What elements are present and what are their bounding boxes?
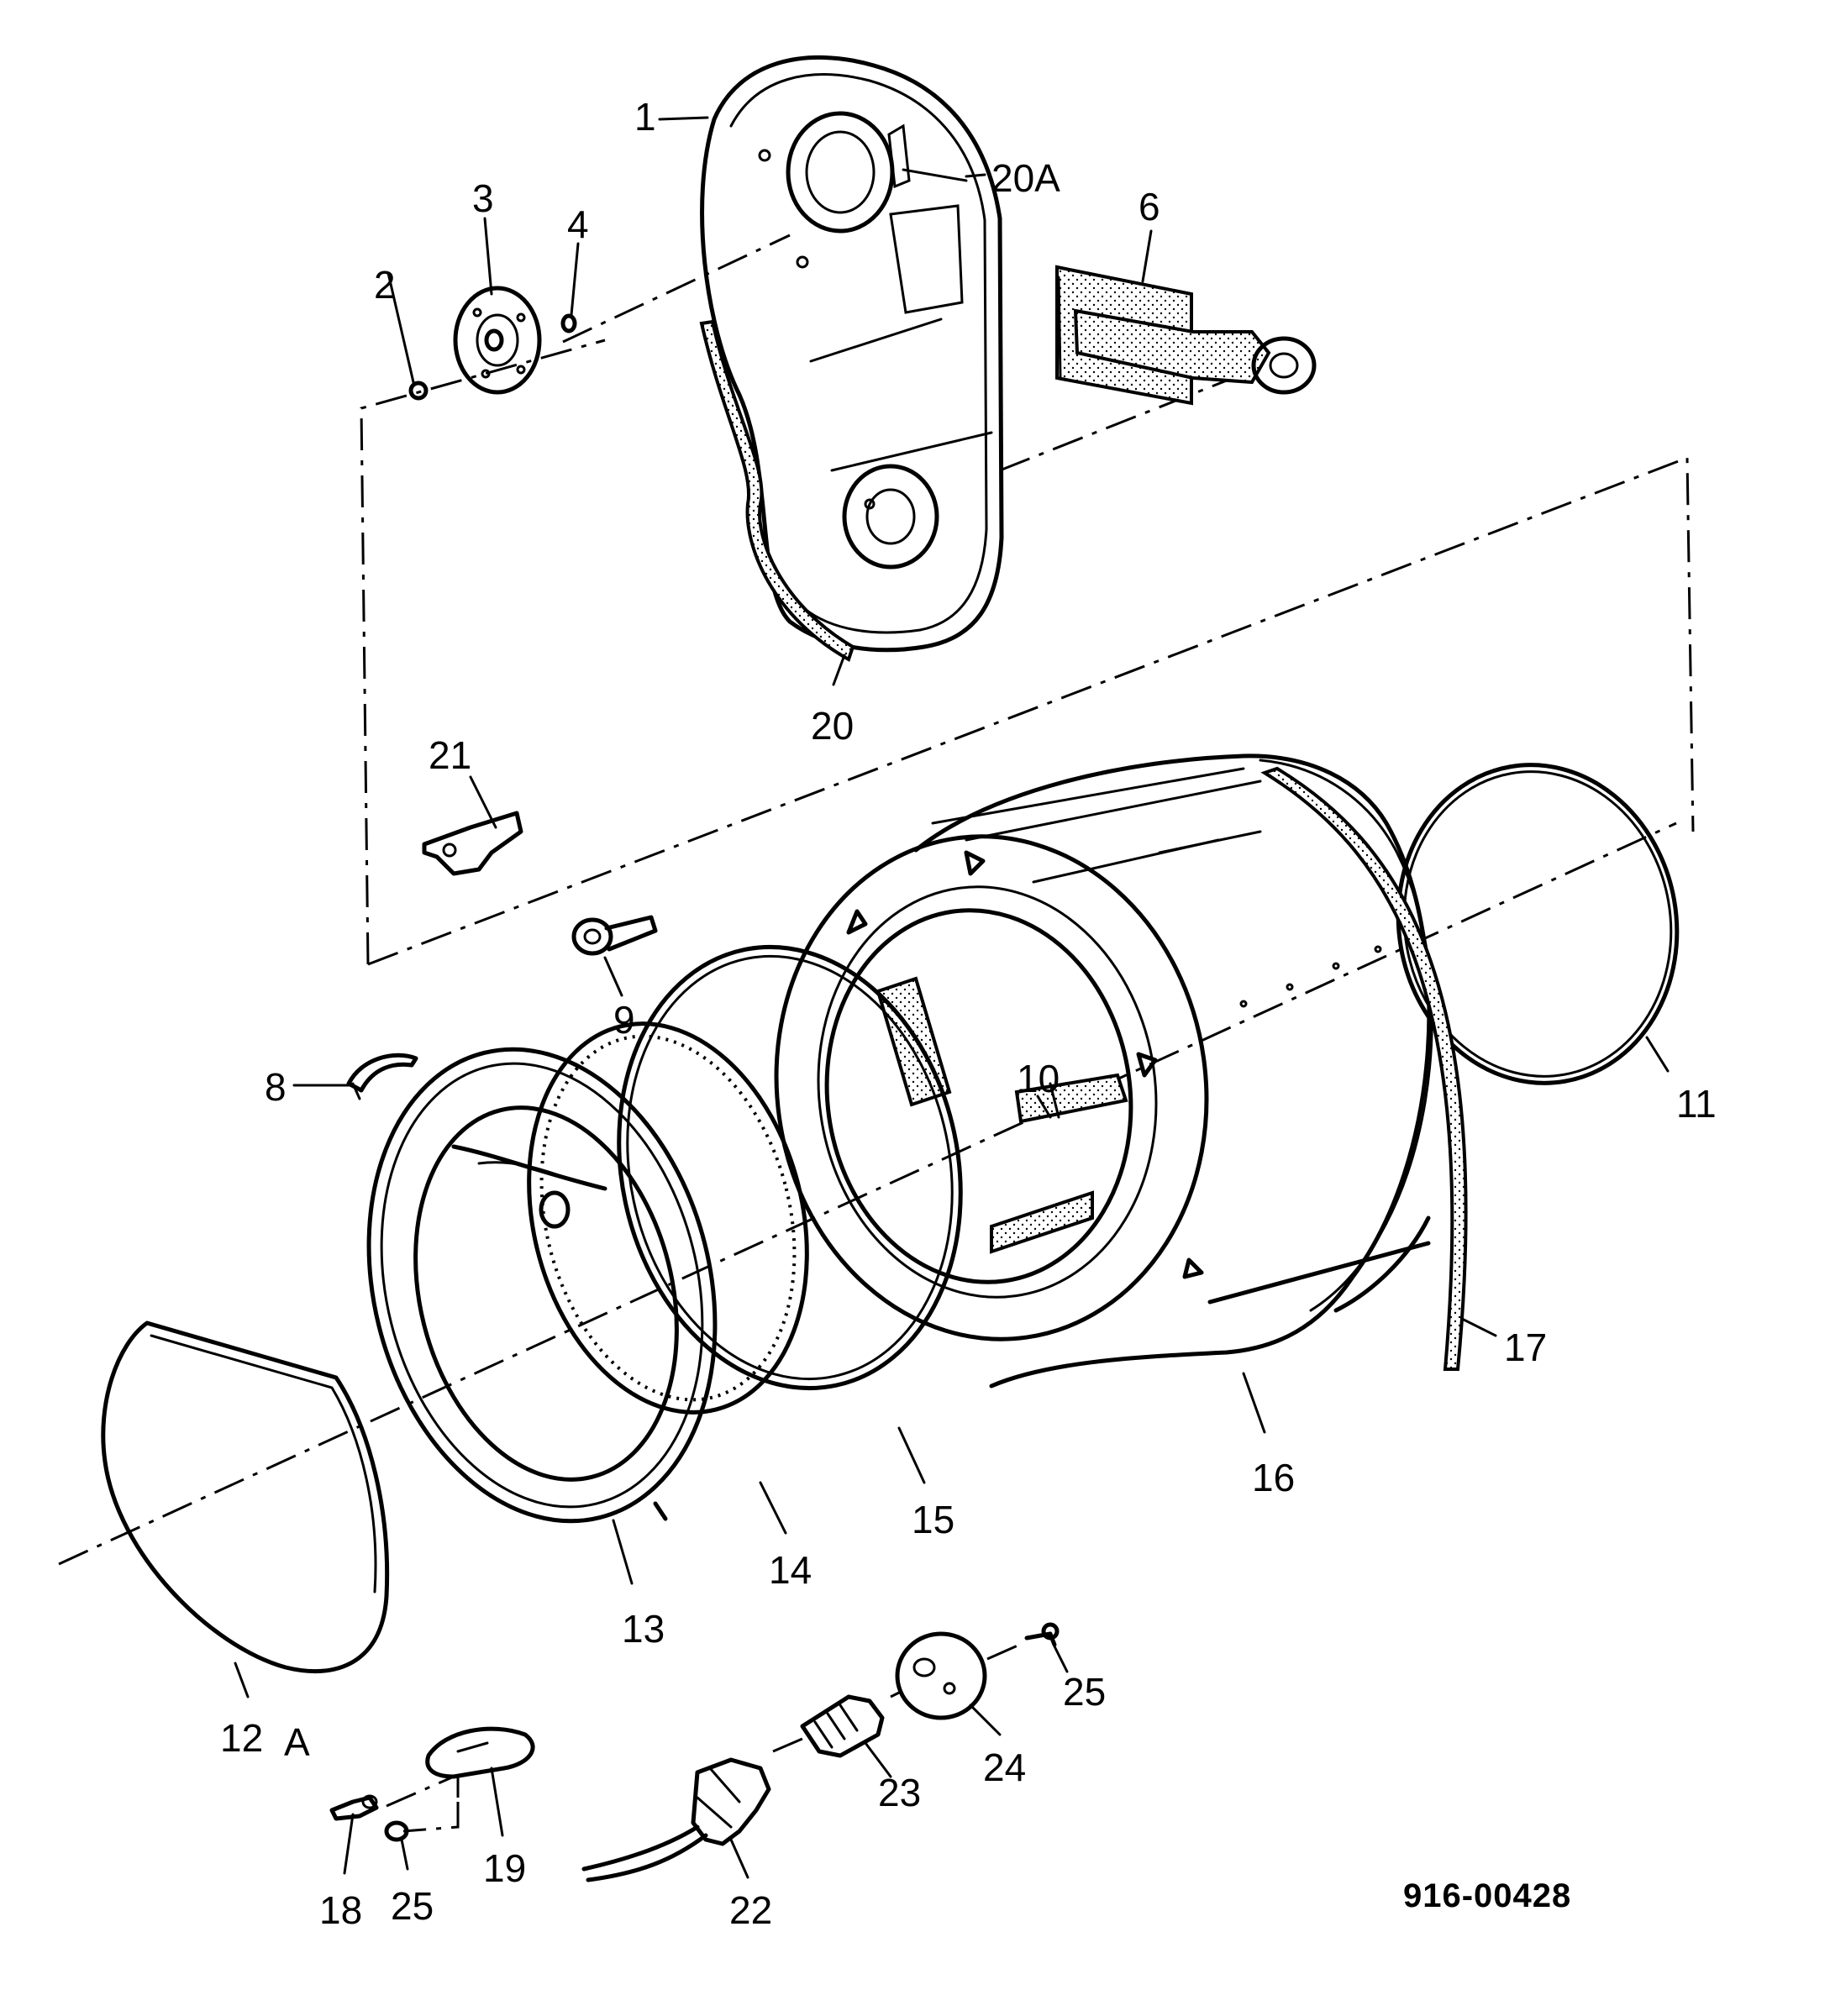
callout-3: 3	[472, 176, 494, 220]
part-10-baffle	[1049, 1082, 1060, 1119]
callout-12: 12	[220, 1716, 263, 1760]
part-13-front-bulkhead	[366, 1047, 718, 1524]
part-3-bearing-plate	[453, 286, 542, 395]
callout-21: 21	[429, 733, 471, 777]
callout-25-front: 25	[391, 1884, 434, 1928]
part-21-clip	[422, 811, 523, 876]
callout-4: 4	[567, 202, 589, 246]
callout-6: 6	[1138, 185, 1160, 228]
callout-20: 20	[811, 704, 854, 748]
part-22-switch-assembly	[581, 1757, 771, 1882]
assembly-axis-lines	[58, 234, 1695, 1566]
part-19-latch-cover	[386, 1726, 535, 1808]
part-12-door-seal	[101, 1320, 390, 1674]
callout-labels: 1 20A 6 3 4 2 20 21 9 8 10 11 17 16 15 1…	[220, 95, 1717, 1932]
part-6-bracket	[1055, 265, 1317, 406]
callout-22: 22	[729, 1888, 772, 1932]
callout-12-suffix: A	[284, 1720, 310, 1764]
part-1-rear-bulkhead	[700, 55, 1004, 653]
leader-lines	[234, 116, 1670, 1879]
callout-18: 18	[319, 1888, 362, 1932]
part-25-screw-front	[384, 1802, 460, 1842]
callout-11: 11	[1676, 1082, 1717, 1126]
callout-8: 8	[265, 1065, 287, 1109]
part-14-felt-seal	[527, 1021, 809, 1415]
drawing-number: 916-00428	[1403, 1877, 1571, 1914]
part-4-washer	[560, 313, 577, 333]
callout-20a: 20A	[991, 156, 1060, 200]
callout-15: 15	[912, 1498, 954, 1541]
callout-17: 17	[1504, 1326, 1547, 1369]
callout-25-rear: 25	[1063, 1670, 1106, 1714]
callout-23: 23	[878, 1771, 921, 1814]
part-23-switch-plunger	[772, 1694, 885, 1758]
part-11-rear-seal-ring	[1396, 763, 1680, 1085]
part-25-screw-rear	[986, 1622, 1060, 1661]
part-2-washer	[408, 381, 429, 401]
callout-1: 1	[634, 95, 656, 139]
part-15-front-seal-ring	[617, 944, 963, 1391]
part-8-hinge	[346, 1053, 418, 1100]
callout-24: 24	[983, 1746, 1026, 1789]
part-20-seal-strip	[699, 168, 968, 662]
callout-2: 2	[374, 263, 396, 307]
part-24-switch-cap	[890, 1631, 987, 1720]
callout-14: 14	[769, 1548, 812, 1592]
part-18-latch-pin	[329, 1794, 379, 1821]
callout-19: 19	[483, 1846, 526, 1890]
callout-13: 13	[622, 1607, 665, 1651]
part-16-drum	[774, 753, 1433, 1389]
part-17-felt-strip	[1260, 766, 1468, 1371]
part-9-roller	[571, 915, 658, 956]
callout-10: 10	[1017, 1057, 1060, 1100]
callout-9: 9	[613, 998, 635, 1042]
callout-16: 16	[1252, 1456, 1295, 1499]
